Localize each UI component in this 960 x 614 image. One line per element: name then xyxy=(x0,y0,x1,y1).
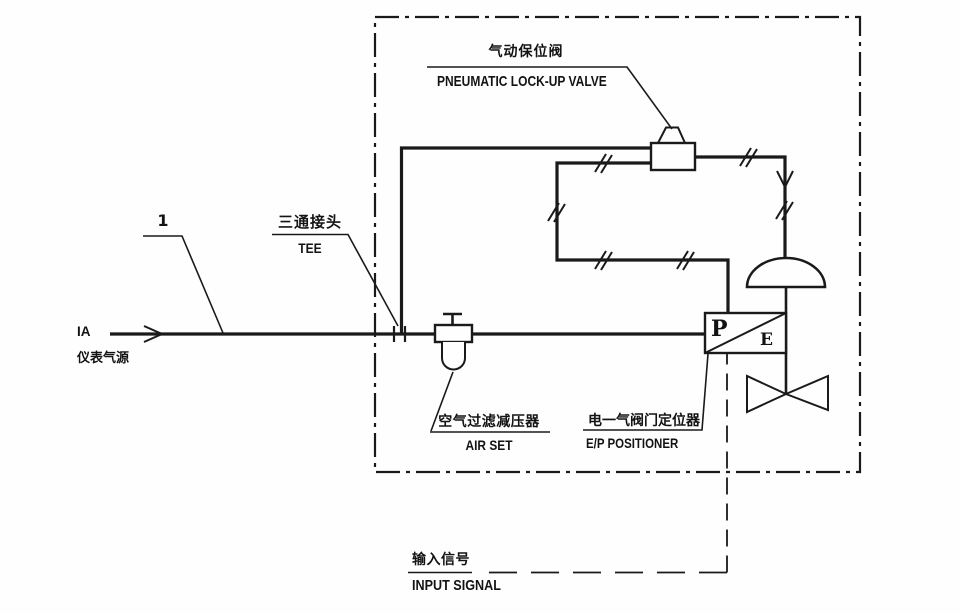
port-e-label: E xyxy=(760,330,773,350)
marker-1: 1 xyxy=(157,211,169,230)
tee-junction xyxy=(392,326,407,342)
ep-positioner-label-zh: 电一气阀门定位器 xyxy=(588,413,700,429)
marker-leader xyxy=(143,235,224,334)
air-source-label-line2: 仪表气源 xyxy=(77,351,130,366)
ep-label-leader xyxy=(583,353,709,431)
lockup-valve-label-en: PNEUMATIC LOCK-UP VALVE xyxy=(437,73,607,90)
air-set-label-en: AIR SET xyxy=(465,437,513,453)
signal-arrow-down xyxy=(776,170,794,190)
flow-arrow xyxy=(143,325,165,343)
port-p-label: P xyxy=(711,316,728,342)
label-leaders xyxy=(143,66,709,574)
lockup-valve-body xyxy=(649,141,697,172)
lockup-label-leader xyxy=(427,66,673,130)
ep-positioner-diagonal xyxy=(704,312,787,354)
ep-positioner-label-en: E/P POSITIONER xyxy=(586,435,679,451)
tee-label-zh: 三通接头 xyxy=(277,213,342,231)
air-set-handle xyxy=(443,312,462,325)
input-signal-label-en: INPUT SIGNAL xyxy=(412,577,501,594)
positioner-signal-line xyxy=(555,161,730,313)
air-source-label-line1: IA xyxy=(77,324,91,339)
actuator-dome xyxy=(745,256,827,289)
pneumatic-line-marks xyxy=(547,147,794,271)
air-set-body xyxy=(433,323,474,344)
air-set-bowl xyxy=(441,342,466,371)
supply-riser-line xyxy=(399,146,651,334)
tee-label-leader xyxy=(272,233,399,327)
input-signal-label-zh: 输入信号 xyxy=(412,552,470,568)
control-valve-body xyxy=(746,374,829,414)
lockup-valve-label-zh: 气动保位阀 xyxy=(488,44,564,60)
airset-label-leader xyxy=(430,371,454,432)
tee-label-en: TEE xyxy=(298,240,322,256)
lockup-output-line xyxy=(695,155,787,260)
lockup-valve-cap xyxy=(657,126,686,144)
air-set-label-zh: 空气过滤减压器 xyxy=(438,414,540,430)
system-boundary-box xyxy=(373,15,862,474)
